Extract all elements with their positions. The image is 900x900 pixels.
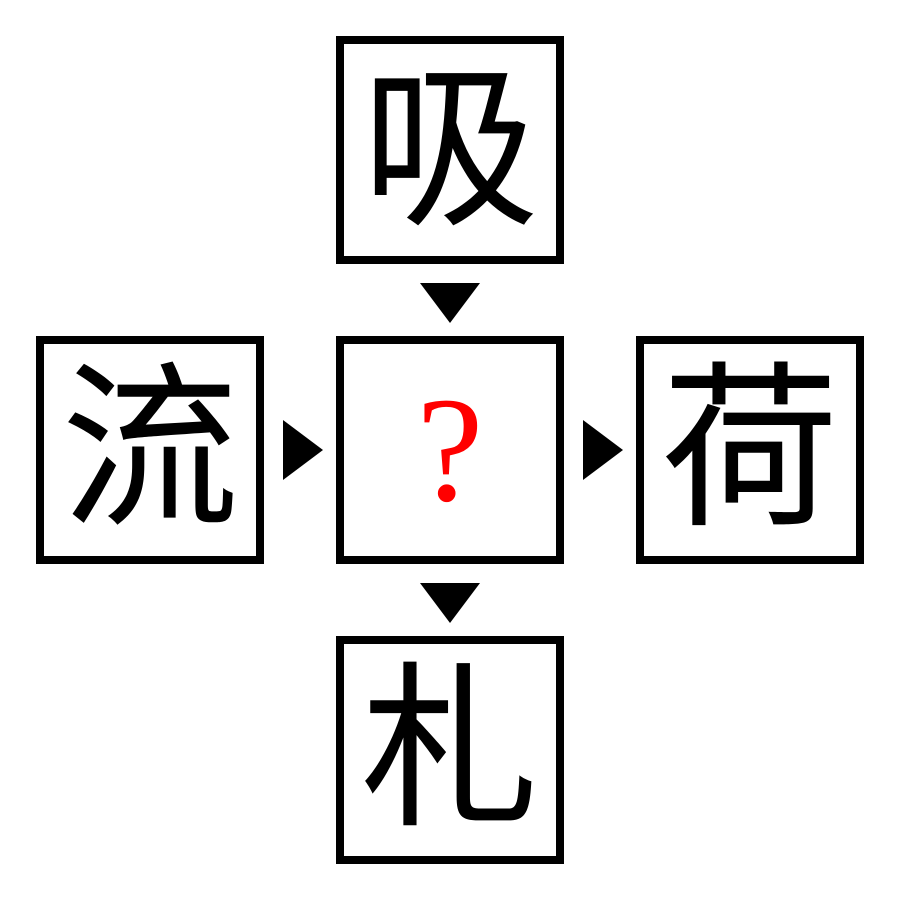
- left-kanji: 流: [61, 346, 239, 553]
- bottom-kanji-box: 札: [336, 636, 564, 864]
- arrow-right-icon: [283, 420, 323, 480]
- arrow-down-icon: [420, 583, 480, 623]
- arrow-down-icon: [420, 283, 480, 323]
- top-kanji: 吸: [361, 46, 539, 253]
- right-kanji: 荷: [661, 346, 839, 553]
- top-kanji-box: 吸: [336, 36, 564, 264]
- answer-box[interactable]: ?: [336, 336, 564, 564]
- question-mark: ?: [416, 367, 484, 533]
- right-kanji-box: 荷: [636, 336, 864, 564]
- left-kanji-box: 流: [36, 336, 264, 564]
- arrow-right-icon: [583, 420, 623, 480]
- bottom-kanji: 札: [361, 646, 539, 853]
